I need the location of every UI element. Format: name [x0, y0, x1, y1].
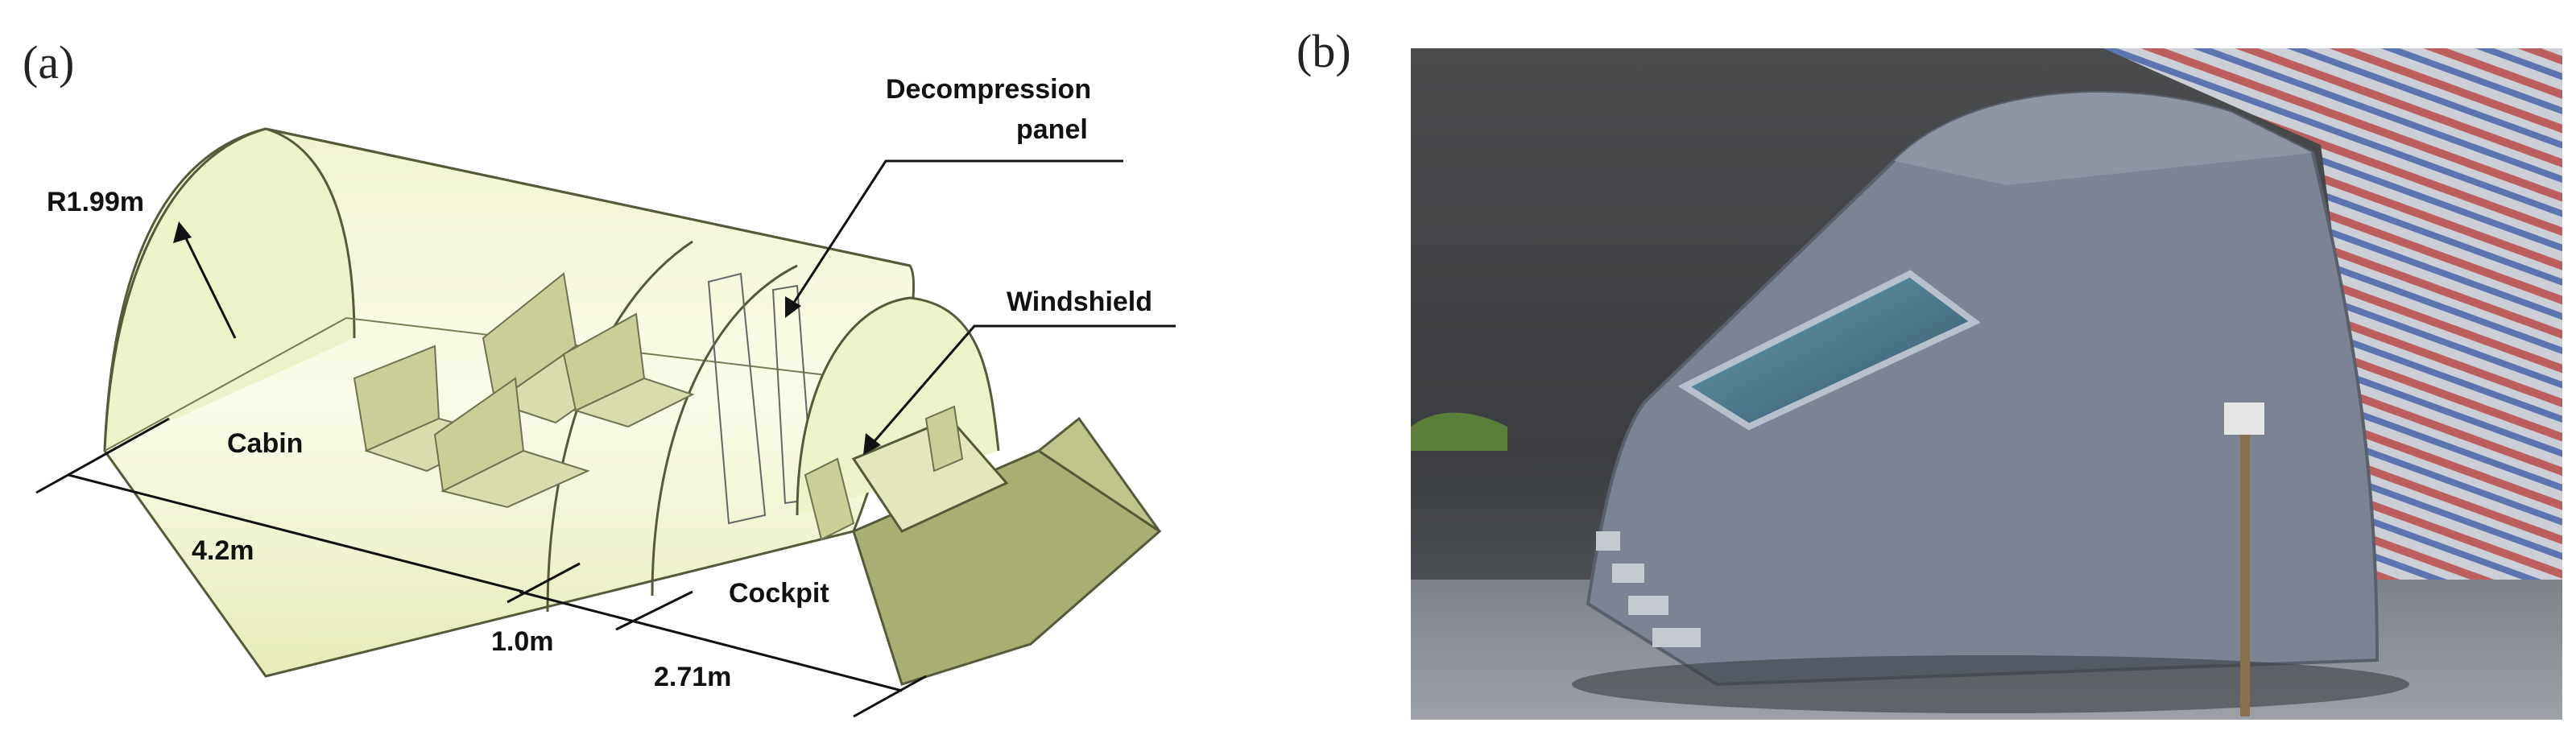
photo-mockup-top — [1894, 93, 2313, 185]
photo-camera — [2224, 403, 2264, 716]
photo-tarp — [2103, 48, 2562, 580]
cockpit-seats — [804, 405, 964, 541]
photo-shadow — [1572, 655, 2409, 713]
decompression-leader — [788, 159, 1123, 311]
windshield-label: Windshield — [1007, 287, 1152, 317]
cabin-end-arch — [103, 127, 356, 452]
dim-label-cabin: 4.2m — [192, 535, 254, 566]
dim-tick-start — [35, 417, 170, 494]
dim-label-cockpit: 2.71m — [654, 662, 731, 692]
dim-label-decompression: 1.0m — [491, 626, 554, 657]
dim-tick-cockpit-end — [853, 675, 927, 718]
dim-tick-decompression-end — [615, 590, 693, 631]
photo-stepped-edge — [1596, 531, 1701, 647]
panel-label-b: (b) — [1296, 25, 1351, 77]
photo-windshield — [1677, 270, 1981, 431]
windshield — [851, 417, 1009, 533]
cockpit-nose-side — [1036, 416, 1161, 533]
decompression-panel — [707, 272, 767, 525]
fuselage-photo — [1411, 48, 2562, 720]
photo-plant — [1411, 412, 1507, 451]
dim-tick-cabin-end — [507, 562, 581, 604]
cabin-seats — [353, 272, 695, 509]
panel-label-a: (a) — [23, 36, 75, 89]
dim-line-decompression — [519, 590, 629, 621]
cabin-label: Cabin — [227, 428, 303, 459]
cabin-floor — [104, 316, 854, 452]
fuselage-diagram: R1.99m Decompression panel Windshield Ca… — [35, 74, 1176, 718]
radius-label: R1.99m — [47, 187, 144, 217]
radius-arrow — [182, 233, 237, 339]
windshield-arrowhead — [863, 433, 881, 455]
windshield-leader — [868, 324, 1176, 448]
decompression-arrowhead — [785, 296, 801, 318]
cabin-ridge — [265, 127, 911, 267]
cockpit-label: Cockpit — [729, 578, 829, 609]
decompression-label-line1: Decompression — [886, 74, 1091, 105]
decompression-label-line2: panel — [1016, 114, 1088, 145]
radius-arrowhead — [173, 221, 192, 243]
dim-line-cockpit — [627, 618, 903, 692]
dim-line-cabin — [68, 473, 524, 593]
